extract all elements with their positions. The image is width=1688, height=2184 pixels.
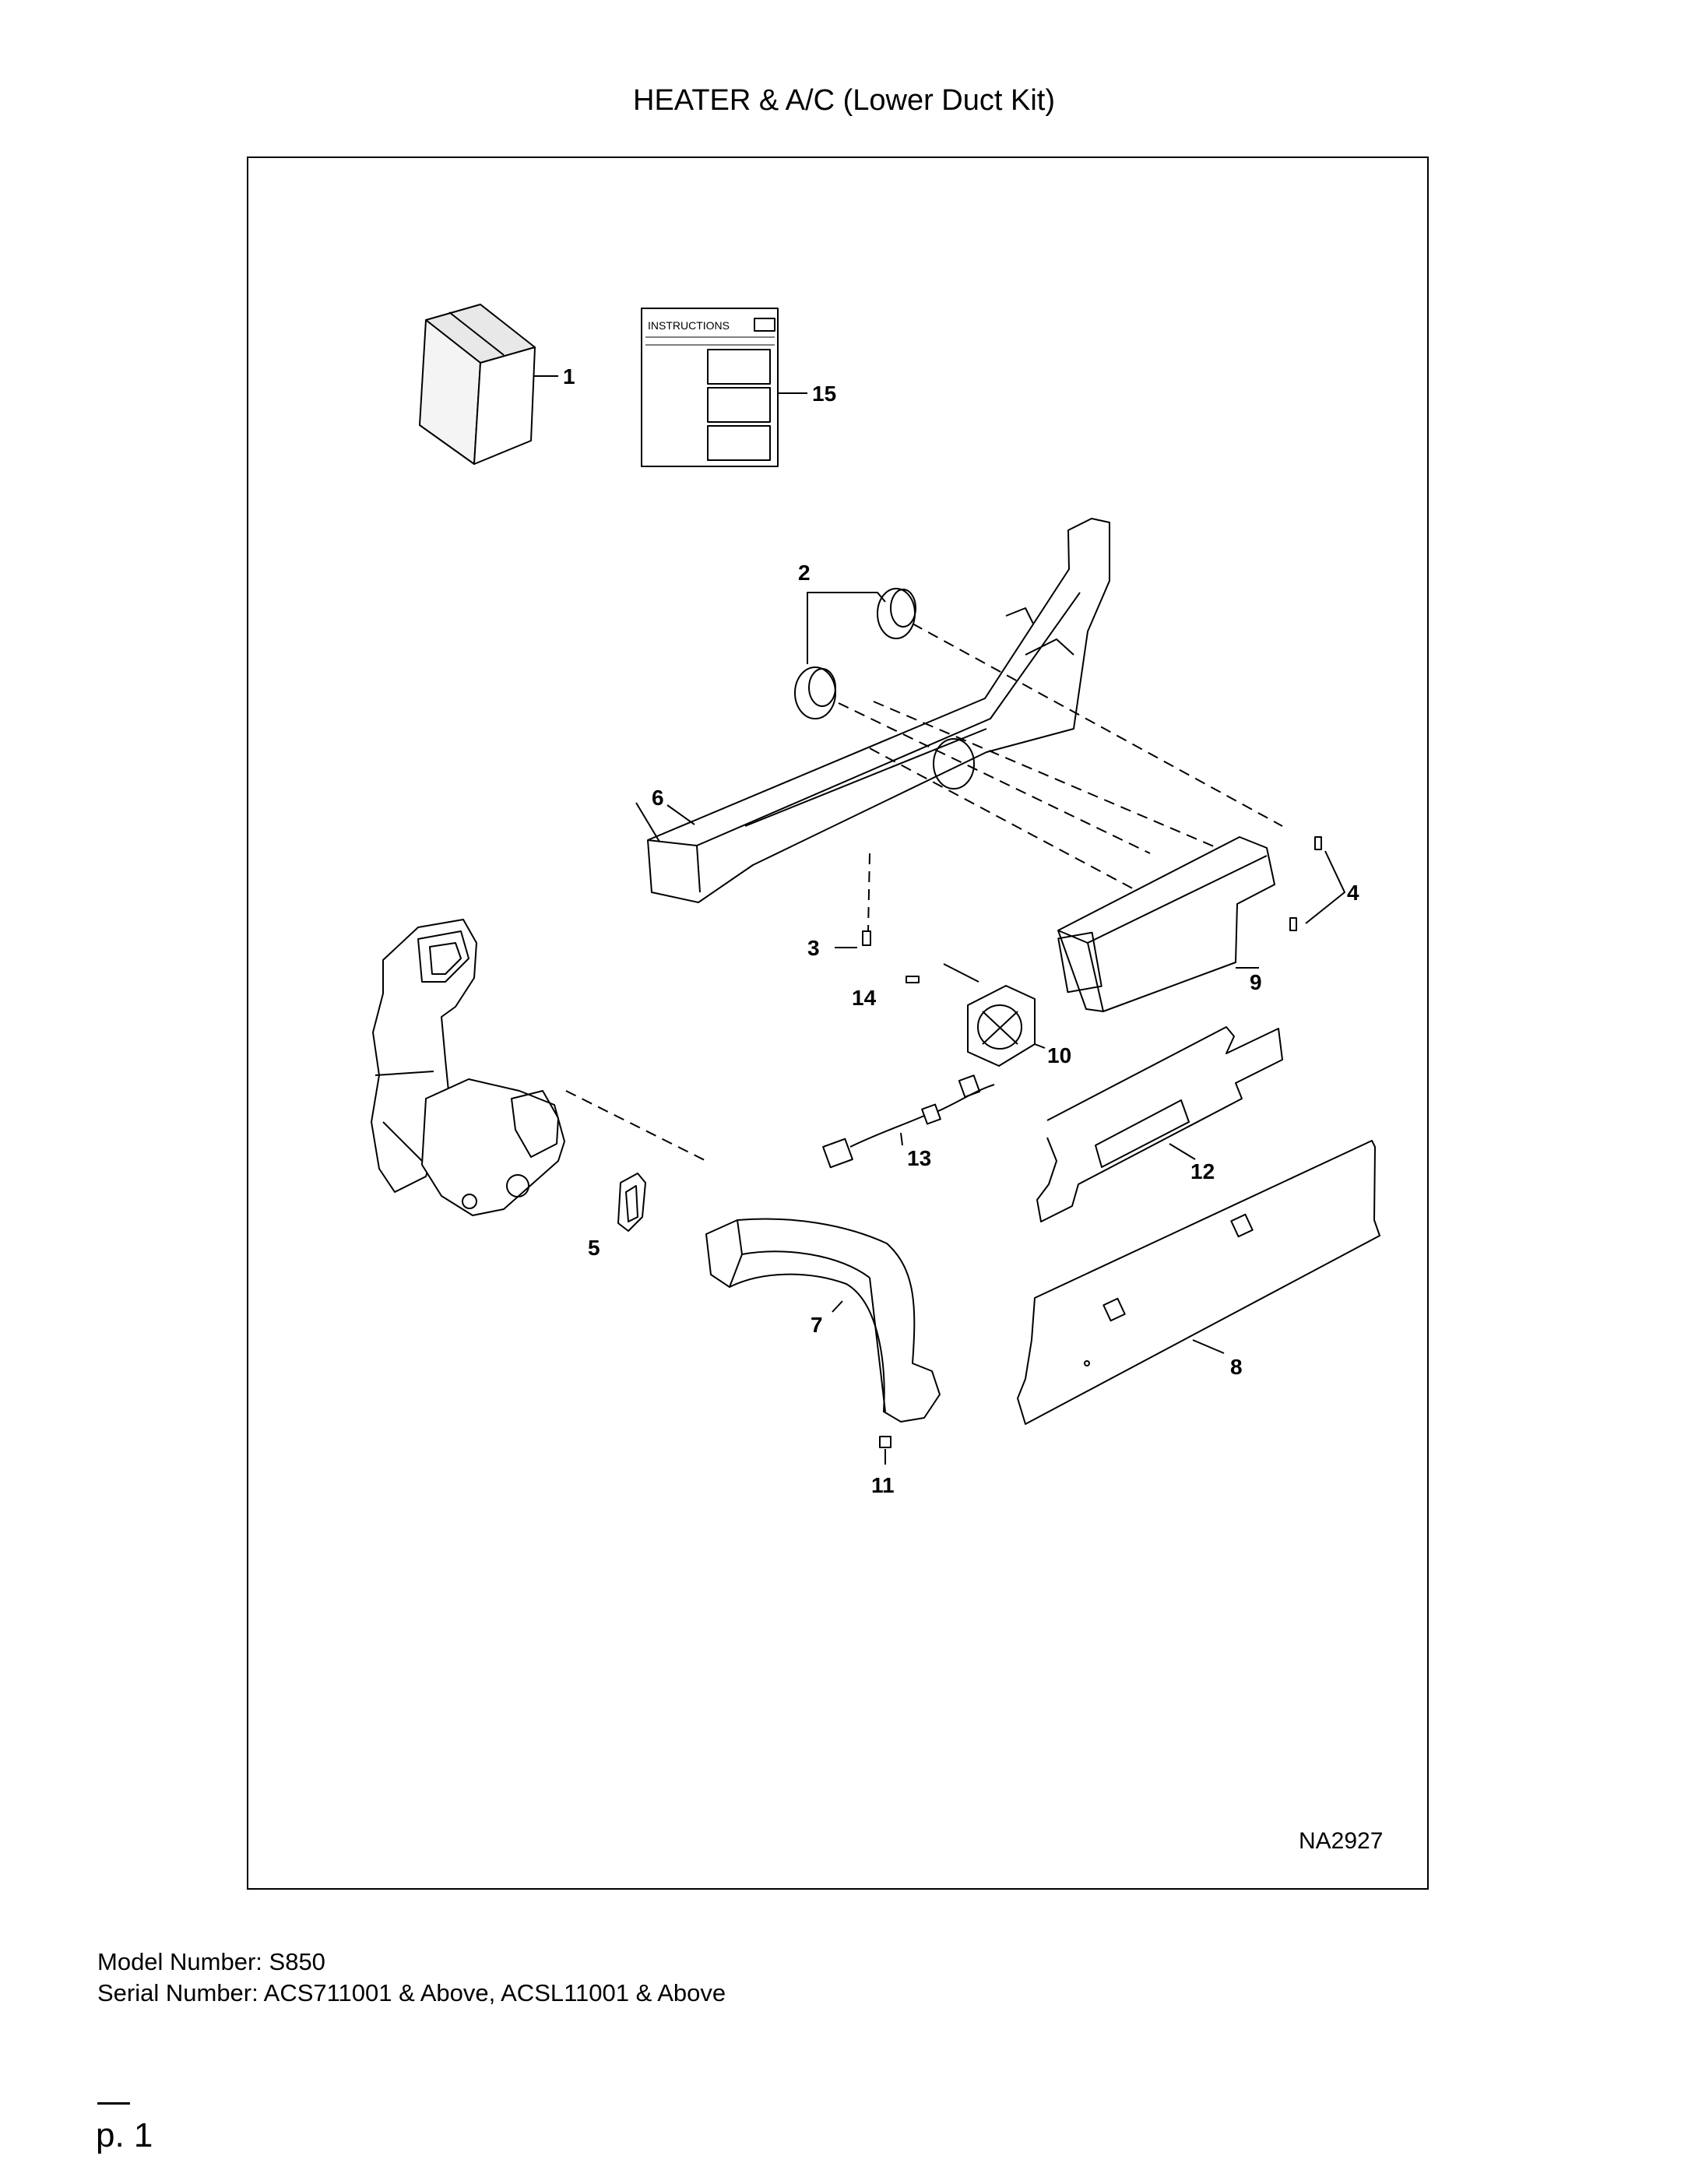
fan-part <box>967 985 1036 1067</box>
part-label-10: 10 <box>1047 1043 1071 1067</box>
page-number: p. 1 <box>96 2116 153 2154</box>
part-label-8: 8 <box>1230 1355 1243 1379</box>
fan-housing-part <box>1057 836 1275 1012</box>
instructions-sheet-part: INSTRUCTIONS <box>641 308 779 467</box>
wire-harness-part <box>822 1074 995 1169</box>
leader-line-8 <box>1192 1339 1225 1354</box>
leader-line-2 <box>807 592 886 664</box>
part-label-6: 6 <box>652 786 664 810</box>
exploded-parts-diagram: 1 INSTRUCTIONS 15 2 6 <box>371 304 1380 1497</box>
duct-adapter-ring-part <box>617 1173 646 1232</box>
screw-part-11 <box>879 1436 891 1448</box>
model-number: Model Number: S850 <box>97 1948 325 1975</box>
insulation-panel-part <box>1017 1140 1380 1425</box>
kit-box-part <box>419 304 536 465</box>
part-label-4: 4 <box>1347 881 1359 905</box>
main-lower-duct-part <box>635 518 1110 903</box>
curved-duct-part <box>705 1218 941 1423</box>
page-divider <box>97 2102 130 2105</box>
leader-line-10 <box>1034 1043 1046 1049</box>
part-label-7: 7 <box>811 1313 823 1337</box>
part-label-11: 11 <box>871 1473 895 1497</box>
leader-line-4 <box>1305 850 1345 924</box>
serial-number: Serial Number: ACS711001 & Above, ACSL11… <box>97 1979 726 2006</box>
screw-part-3 <box>862 930 871 946</box>
part-label-5: 5 <box>588 1236 600 1260</box>
leader-line-6 <box>666 804 695 825</box>
part-label-13: 13 <box>907 1146 931 1170</box>
screw-parts-4 <box>1289 836 1322 931</box>
part-label-3: 3 <box>807 936 820 960</box>
leader-line-14-a <box>943 963 979 983</box>
figure-id: NA2927 <box>1299 1828 1384 1854</box>
part-label-15: 15 <box>812 382 836 406</box>
leader-line-12 <box>1169 1143 1196 1160</box>
part-label-12: 12 <box>1190 1159 1215 1183</box>
screw-part-14 <box>906 976 920 983</box>
mounting-bracket-part <box>1036 1026 1283 1222</box>
part-label-1: 1 <box>563 364 575 389</box>
heater-unit-assembly <box>371 919 565 1216</box>
instructions-sheet-text: INSTRUCTIONS <box>648 319 730 332</box>
page-title: HEATER & A/C (Lower Duct Kit) <box>633 84 1055 117</box>
leader-line-13 <box>900 1132 903 1146</box>
leader-line-7 <box>832 1300 843 1313</box>
part-label-2: 2 <box>798 561 811 585</box>
grommet-ring-parts <box>794 588 916 719</box>
part-label-14: 14 <box>852 986 877 1010</box>
part-label-9: 9 <box>1250 970 1262 994</box>
diagram-frame <box>247 157 1429 1890</box>
